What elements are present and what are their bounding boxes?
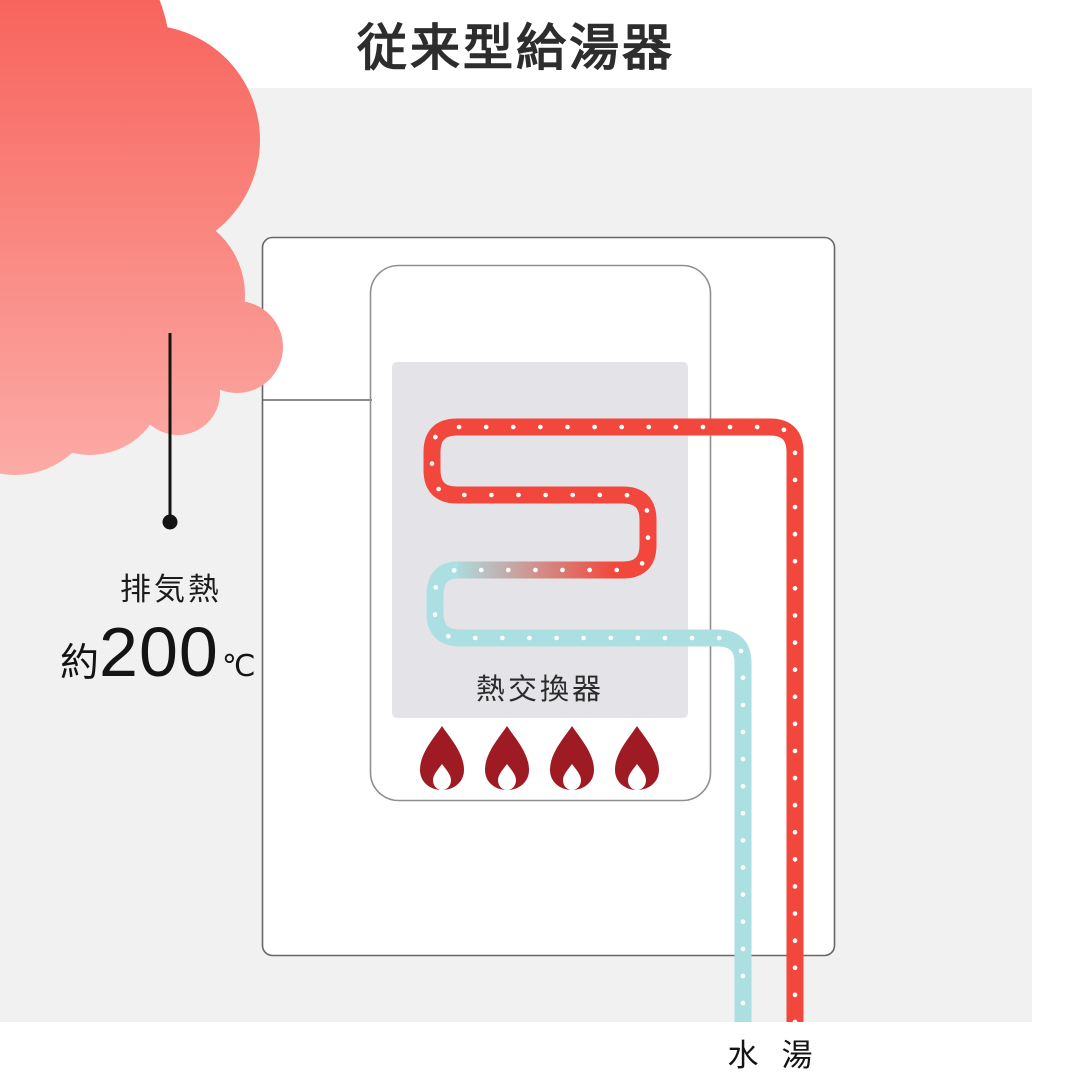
hot-water-label: 湯 [781,1038,813,1073]
heater-inner-box [369,264,712,802]
diagram-title: 従来型給湯器 [357,20,675,76]
temp-unit: ℃ [221,650,256,683]
exhaust-heat-label: 排気熱 [120,572,222,607]
exhaust-cloud-icon [0,0,283,475]
exhaust-temperature: 約 200 ℃ [60,612,256,692]
cold-water-label: 水 [727,1038,759,1073]
heat-exchanger-label: 熱交換器 [475,674,604,706]
heat-exchanger-box [392,362,688,718]
pipe-cold [426,561,752,1022]
pointer-dot [162,514,178,530]
temp-approx: 約 [60,642,100,685]
pipe-dots [429,424,798,1025]
temp-value: 200 [99,613,219,691]
